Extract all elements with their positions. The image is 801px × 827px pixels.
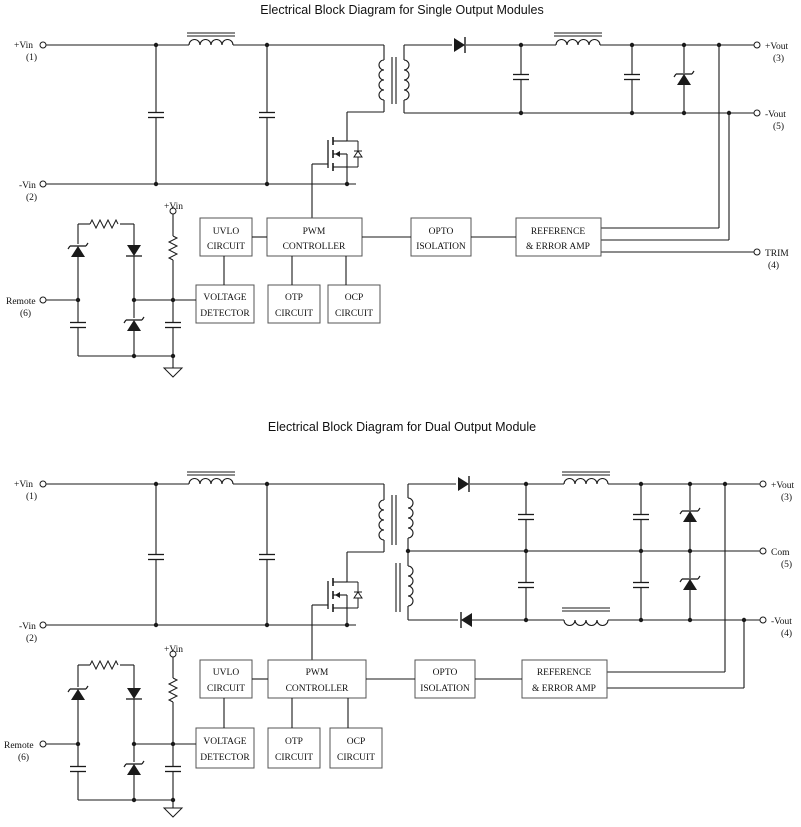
vin-neg-label: -Vin bbox=[19, 181, 36, 191]
pwm-label-dual: PWM bbox=[306, 668, 329, 678]
vin-pos-label-dual: +Vin bbox=[14, 480, 33, 490]
opto-label: OPTO bbox=[429, 227, 454, 237]
vout-neg-num-dual: (4) bbox=[781, 628, 792, 639]
vout-neg-label: -Vout bbox=[765, 110, 786, 120]
uvlo-label-2-dual: CIRCUIT bbox=[207, 684, 245, 694]
remote-terminal bbox=[39, 296, 47, 304]
voltage-detector-block bbox=[195, 284, 255, 324]
ocp-block bbox=[327, 284, 381, 324]
vin-ref-label-dual: +Vin bbox=[164, 645, 183, 655]
otp-label: OTP bbox=[285, 293, 303, 303]
vin-pos-num: (1) bbox=[26, 52, 37, 63]
pwm-label-2-dual: CONTROLLER bbox=[286, 684, 349, 694]
reference-label-2-dual: & ERROR AMP bbox=[532, 684, 596, 694]
ocp-label-2: CIRCUIT bbox=[335, 309, 373, 319]
uvlo-label-2: CIRCUIT bbox=[207, 242, 245, 252]
trim-label: TRIM bbox=[765, 249, 789, 259]
vin-neg-label-dual: -Vin bbox=[19, 622, 36, 632]
uvlo-label: UVLO bbox=[213, 227, 240, 237]
opto-label-2-dual: ISOLATION bbox=[420, 684, 470, 694]
vin-neg-num-dual: (2) bbox=[26, 633, 37, 644]
vout-pos-num: (3) bbox=[773, 53, 784, 64]
remote-num: (6) bbox=[20, 308, 31, 319]
vd-label-2: DETECTOR bbox=[200, 309, 250, 319]
com-num: (5) bbox=[781, 559, 792, 570]
remote-num-dual: (6) bbox=[18, 752, 29, 763]
vin-neg-terminal bbox=[39, 180, 47, 188]
vin-neg-num: (2) bbox=[26, 192, 37, 203]
vout-pos-label-dual: +Vout bbox=[771, 481, 794, 491]
uvlo-label-dual: UVLO bbox=[213, 668, 240, 678]
vin-pos-terminal bbox=[39, 41, 47, 49]
diagram-title-dual: Electrical Block Diagram for Dual Output… bbox=[268, 420, 536, 434]
remote-label-dual: Remote bbox=[4, 741, 34, 751]
opto-label-2: ISOLATION bbox=[416, 242, 466, 252]
reference-label: REFERENCE bbox=[531, 227, 586, 237]
ocp-label-dual: OCP bbox=[347, 737, 365, 747]
vd-label-dual: VOLTAGE bbox=[203, 737, 246, 747]
vout-neg-terminal bbox=[753, 109, 761, 117]
trim-terminal bbox=[753, 248, 761, 256]
opto-label-dual: OPTO bbox=[433, 668, 458, 678]
single-output-diagram: Electrical Block Diagram for Single Outp… bbox=[6, 3, 789, 378]
vd-label: VOLTAGE bbox=[203, 293, 246, 303]
ocp-label: OCP bbox=[345, 293, 363, 303]
vout-pos-label: +Vout bbox=[765, 42, 788, 52]
trim-num: (4) bbox=[768, 260, 779, 271]
vout-pos-terminal bbox=[753, 41, 761, 49]
pwm-label-2: CONTROLLER bbox=[283, 242, 346, 252]
vout-pos-num-dual: (3) bbox=[781, 492, 792, 503]
diagram-title: Electrical Block Diagram for Single Outp… bbox=[260, 3, 543, 17]
dual-output-diagram: Electrical Block Diagram for Dual Output… bbox=[4, 420, 794, 818]
com-label: Com bbox=[771, 548, 790, 558]
vin-pos-label: +Vin bbox=[14, 41, 33, 51]
otp-label-2: CIRCUIT bbox=[275, 309, 313, 319]
vin-pos-num-dual: (1) bbox=[26, 491, 37, 502]
vd-label-2-dual: DETECTOR bbox=[200, 753, 250, 763]
otp-label-dual: OTP bbox=[285, 737, 303, 747]
pwm-label: PWM bbox=[303, 227, 326, 237]
reference-block bbox=[515, 217, 602, 257]
remote-label: Remote bbox=[6, 297, 36, 307]
ocp-label-2-dual: CIRCUIT bbox=[337, 753, 375, 763]
vin-ref-label: +Vin bbox=[164, 202, 183, 212]
otp-block bbox=[267, 284, 321, 324]
vout-neg-label-dual: -Vout bbox=[771, 617, 792, 627]
reference-label-2: & ERROR AMP bbox=[526, 242, 590, 252]
otp-label-2-dual: CIRCUIT bbox=[275, 753, 313, 763]
reference-label-dual: REFERENCE bbox=[537, 668, 592, 678]
vout-neg-num: (5) bbox=[773, 121, 784, 132]
